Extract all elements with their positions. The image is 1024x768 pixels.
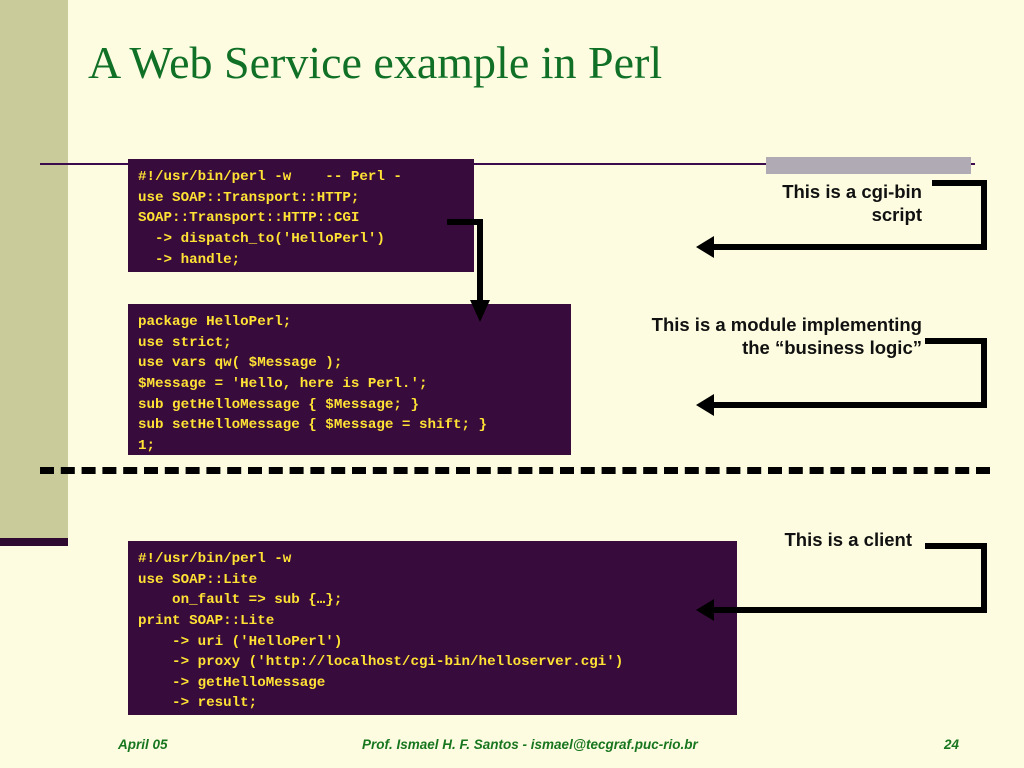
bracket-segment-bottom: [712, 244, 987, 250]
code-block-cgi-bin-script: #!/usr/bin/perl -w -- Perl - use SOAP::T…: [128, 159, 474, 273]
arrowhead-left-icon: [696, 394, 714, 416]
dashed-divider: [40, 467, 990, 474]
page-title: A Web Service example in Perl: [88, 37, 663, 88]
left-band-underline: [0, 538, 68, 546]
purple-horizontal-rule: [40, 163, 975, 165]
left-decorative-band: [0, 0, 68, 545]
bracket-segment-top: [925, 338, 987, 344]
arrowhead-left-icon: [696, 599, 714, 621]
arrowhead-left-icon: [696, 236, 714, 258]
annotation-module: This is a module implementing the “busin…: [651, 314, 922, 358]
bracket-segment-right: [981, 543, 987, 613]
bracket-segment-bottom: [712, 402, 987, 408]
bracket-arrow-cgi-bin: [0, 180, 1024, 258]
code-block-business-logic-module: package HelloPerl; use strict; use vars …: [128, 304, 571, 456]
bracket-arrow-module: [0, 338, 1024, 416]
bracket-segment-right: [981, 180, 987, 250]
bracket-segment-bottom: [712, 607, 987, 613]
footer-author: Prof. Ismael H. F. Santos - ismael@tecgr…: [362, 737, 698, 752]
bracket-segment-top: [932, 180, 987, 186]
code-block-soap-client: #!/usr/bin/perl -w use SOAP::Lite on_fau…: [128, 541, 737, 716]
bracket-segment-top: [925, 543, 987, 549]
footer-date: April 05: [118, 737, 168, 752]
annotation-cgi-bin: This is a cgi-bin script: [782, 181, 922, 225]
bracket-arrow-client: [0, 543, 1024, 621]
gray-accent-bar: [766, 157, 971, 174]
bracket-segment-right: [981, 338, 987, 408]
annotation-client: This is a client: [784, 529, 913, 550]
footer-page-number: 24: [944, 737, 960, 752]
